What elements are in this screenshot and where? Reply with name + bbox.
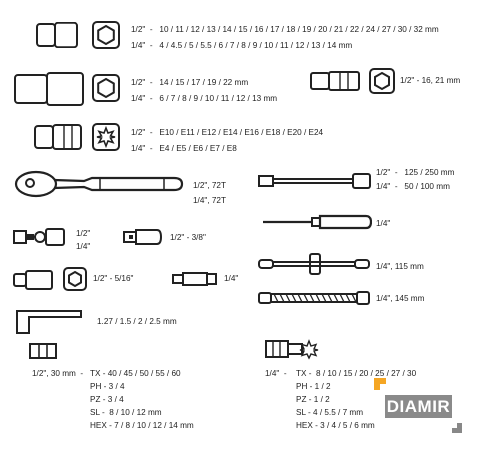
extension-half-label: 1/2" - 125 / 250 mm xyxy=(376,168,455,177)
ratchet-quarter-label: 1/4", 72T xyxy=(193,196,226,205)
torx-socket-end-icon xyxy=(92,123,120,151)
short-sockets-quarter-label: 1/4" - 4 / 4.5 / 5 / 5.5 / 6 / 7 / 8 / 9… xyxy=(131,41,353,50)
adapter-38-icon xyxy=(123,227,163,247)
adapter-38-label: 1/2" - 3/8" xyxy=(170,233,206,242)
adapter-516-icon xyxy=(13,269,55,291)
bits-right-pz: PZ - 1 / 2 xyxy=(296,395,330,404)
torx-socket-icon xyxy=(34,124,84,150)
short-sockets-half-label: 1/2" - 10 / 11 / 12 / 13 / 14 / 15 / 16 … xyxy=(131,25,439,34)
short-socket-icon xyxy=(36,22,84,48)
bits-right-ph: PH - 1 / 2 xyxy=(296,382,331,391)
diamir-logo: DIAMIR xyxy=(385,395,452,418)
ratchet-icon xyxy=(14,170,184,198)
hex-socket-end-icon xyxy=(92,21,120,49)
adapter-516-label: 1/2" - 5/16" xyxy=(93,274,134,283)
bit-adapter-icon xyxy=(172,271,218,287)
deep-sockets-quarter-label: 1/4" - 6 / 7 / 8 / 9 / 10 / 11 / 12 / 13… xyxy=(131,94,278,103)
t-bar-icon xyxy=(258,252,370,276)
long-bit-icon xyxy=(29,342,59,360)
screwdriver-handle-icon xyxy=(262,212,372,232)
bits-left-pz: PZ - 3 / 4 xyxy=(90,395,124,404)
torx-sockets-half-label: 1/2" - E10 / E11 / E12 / E14 / E16 / E18… xyxy=(131,128,324,137)
bits-left-size-label: 1/2", 30 mm - xyxy=(32,369,84,378)
bits-right-sl: SL - 4 / 5.5 / 7 mm xyxy=(296,408,364,417)
torx-sockets-quarter-label: 1/4" - E4 / E5 / E6 / E7 / E8 xyxy=(131,144,237,153)
bits-right-hex: HEX - 3 / 4 / 5 / 6 mm xyxy=(296,421,375,430)
spark-plug-socket-icon xyxy=(310,71,362,91)
flex-extension-label: 1/4", 145 mm xyxy=(376,294,425,303)
hex-adapter-end-icon xyxy=(63,267,87,291)
bits-left-tx: TX - 40 / 45 / 50 / 55 / 60 xyxy=(90,369,181,378)
hex-key-icon xyxy=(15,308,83,336)
bits-right-size-label: 1/4" - xyxy=(265,369,287,378)
deep-sockets-half-label: 1/2" - 14 / 15 / 17 / 19 / 22 mm xyxy=(131,78,249,87)
spark-plug-label: 1/2" - 16, 21 mm xyxy=(400,76,461,85)
ratchet-half-label: 1/2", 72T xyxy=(193,181,226,190)
hex-keys-label: 1.27 / 1.5 / 2 / 2.5 mm xyxy=(97,317,177,326)
universal-joint-quarter-label: 1/4" xyxy=(76,242,91,251)
deep-socket-icon xyxy=(14,72,84,106)
bits-left-sl: SL - 8 / 10 / 12 mm xyxy=(90,408,162,417)
short-bit-icon xyxy=(265,338,321,360)
bits-right-tx: TX - 8 / 10 / 15 / 20 / 25 / 27 / 30 xyxy=(296,369,417,378)
t-bar-label: 1/4", 115 mm xyxy=(376,262,424,271)
extension-bar-icon xyxy=(258,172,372,190)
logo-accent-corner xyxy=(374,378,386,390)
bits-left-ph: PH - 3 / 4 xyxy=(90,382,125,391)
hex-deep-socket-end-icon xyxy=(92,74,120,102)
bit-adapter-label: 1/4" xyxy=(224,274,239,283)
extension-quarter-label: 1/4" - 50 / 100 mm xyxy=(376,182,450,191)
universal-joint-icon xyxy=(13,227,67,247)
screwdriver-handle-label: 1/4" xyxy=(376,219,391,228)
hex-spark-socket-end-icon xyxy=(369,68,395,94)
universal-joint-half-label: 1/2" xyxy=(76,229,91,238)
logo-corner-mark xyxy=(452,423,462,433)
bits-left-hex: HEX - 7 / 8 / 10 / 12 / 14 mm xyxy=(90,421,194,430)
flex-extension-icon xyxy=(258,289,370,307)
